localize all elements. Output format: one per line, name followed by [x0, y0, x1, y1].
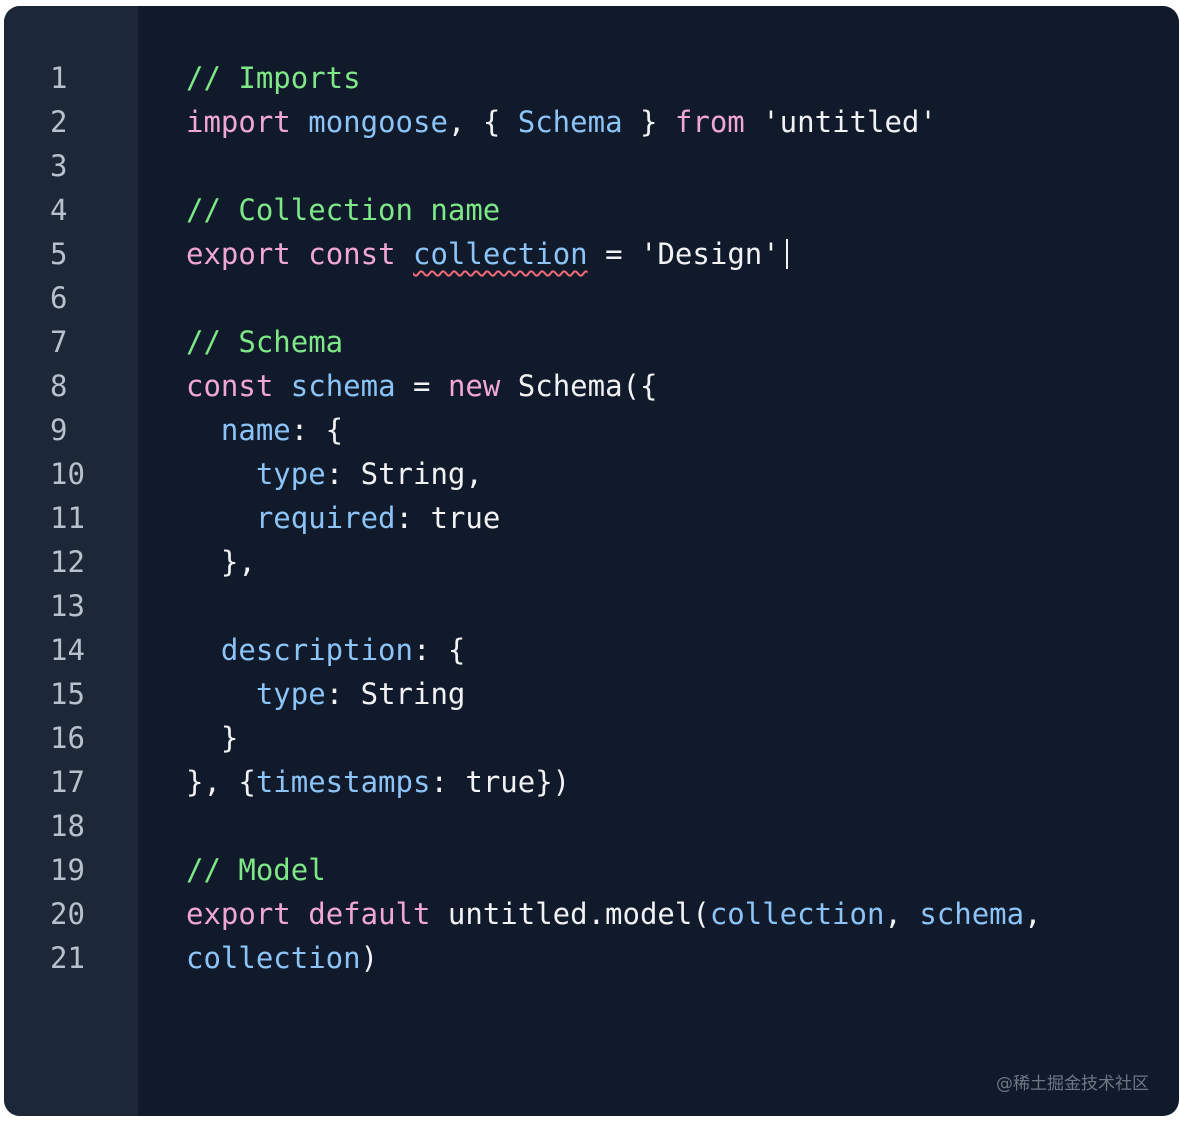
plain-token: : { — [290, 413, 344, 447]
code-line[interactable]: type: String, — [186, 452, 483, 496]
indent — [186, 677, 256, 711]
indent — [186, 721, 221, 755]
punctuation-token: , — [1024, 897, 1042, 931]
line-number: 20 — [50, 897, 85, 931]
keyword-token: const — [308, 237, 396, 271]
plain-token: : String — [325, 677, 466, 711]
comment-token: // Imports — [186, 61, 361, 95]
line-number: 8 — [50, 369, 68, 403]
line-number: 7 — [50, 325, 68, 359]
plain-token: : String, — [325, 457, 483, 491]
code-line[interactable]: }, {timestamps: true}) — [186, 760, 570, 804]
code-line[interactable]: const schema = new Schema({ — [186, 364, 657, 408]
code-line[interactable]: required: true — [186, 496, 500, 540]
comment-token: // Schema — [186, 325, 344, 359]
punctuation-token: , — [884, 897, 920, 931]
line-number: 13 — [50, 589, 85, 623]
property-key-token: name — [220, 413, 291, 447]
comment-token: // Model — [186, 853, 326, 887]
line-number: 18 — [50, 809, 85, 843]
keyword-token: export — [186, 237, 291, 271]
line-number: 10 — [50, 457, 85, 491]
property-key-token: type — [255, 677, 326, 711]
line-number: 6 — [50, 281, 68, 315]
identifier-token: schema — [290, 369, 396, 403]
code-line[interactable]: collection) — [186, 936, 378, 980]
property-key-token: required — [255, 501, 396, 535]
code-line[interactable]: // Model — [186, 848, 326, 892]
punctuation-token: }, { — [186, 765, 256, 799]
line-number: 1 — [50, 61, 68, 95]
line-number: 15 — [50, 677, 85, 711]
identifier-token: mongoose — [308, 105, 448, 139]
line-number: 3 — [50, 149, 68, 183]
keyword-token: const — [186, 369, 274, 403]
code-editor: 1 2 3 4 5 6 7 8 9 10 11 12 13 14 15 16 1… — [4, 6, 1179, 1116]
plain-token: }, — [220, 545, 256, 579]
plain-token: Schema({ — [500, 369, 658, 403]
punctuation-token: , { — [447, 105, 518, 139]
keyword-token: export — [186, 897, 291, 931]
identifier-token: Schema — [517, 105, 623, 139]
line-number: 4 — [50, 193, 68, 227]
watermark: @稀土掘金技术社区 — [996, 1074, 1149, 1094]
line-number: 16 — [50, 721, 85, 755]
line-number: 9 — [50, 413, 68, 447]
plain-token: } — [220, 721, 239, 755]
keyword-token: new — [447, 369, 501, 403]
indent — [186, 545, 221, 579]
comment-token: // Collection name — [186, 193, 501, 227]
operator-token: = — [587, 237, 641, 271]
punctuation-token: ) — [360, 941, 379, 975]
line-number: 12 — [50, 545, 85, 579]
error-underlined-identifier[interactable]: collection — [413, 237, 588, 271]
plain-token: : true — [395, 501, 501, 535]
text-cursor — [785, 239, 788, 269]
line-number-gutter: 1 2 3 4 5 6 7 8 9 10 11 12 13 14 15 16 1… — [4, 6, 138, 1116]
code-line[interactable]: } — [186, 716, 238, 760]
string-token: 'untitled' — [744, 105, 937, 139]
keyword-token: default — [308, 897, 431, 931]
line-number: 21 — [50, 941, 85, 975]
operator-token: = — [395, 369, 448, 403]
line-number: 14 — [50, 633, 85, 667]
code-line[interactable]: description: { — [186, 628, 465, 672]
line-number: 17 — [50, 765, 85, 799]
property-key-token: description — [220, 633, 413, 667]
line-number: 5 — [50, 237, 68, 271]
string-token: 'Design' — [640, 237, 780, 271]
plain-token: : true}) — [430, 765, 571, 799]
punctuation-token: } — [622, 105, 675, 139]
line-number: 2 — [50, 105, 68, 139]
code-line[interactable]: // Schema — [186, 320, 343, 364]
keyword-token: from — [674, 105, 745, 139]
code-line[interactable]: import mongoose, { Schema } from 'untitl… — [186, 100, 937, 144]
code-line[interactable]: export default untitled.model(collection… — [186, 892, 1042, 936]
indent — [186, 501, 256, 535]
keyword-token: import — [186, 105, 291, 139]
code-line[interactable]: // Imports — [186, 56, 361, 100]
plain-token: : { — [412, 633, 466, 667]
code-line[interactable]: export const collection = 'Design' — [186, 232, 788, 276]
indent — [186, 413, 221, 447]
code-line[interactable]: name: { — [186, 408, 343, 452]
identifier-token: schema — [919, 897, 1025, 931]
property-key-token: type — [255, 457, 326, 491]
indent — [186, 633, 221, 667]
indent — [186, 457, 256, 491]
code-line[interactable]: // Collection name — [186, 188, 500, 232]
identifier-token: collection — [709, 897, 885, 931]
identifier-token: collection — [186, 941, 361, 975]
line-number: 11 — [50, 501, 85, 535]
line-number: 19 — [50, 853, 85, 887]
property-key-token: timestamps — [255, 765, 431, 799]
plain-token: untitled.model( — [430, 897, 710, 931]
code-line[interactable]: }, — [186, 540, 256, 584]
code-line[interactable]: type: String — [186, 672, 466, 716]
